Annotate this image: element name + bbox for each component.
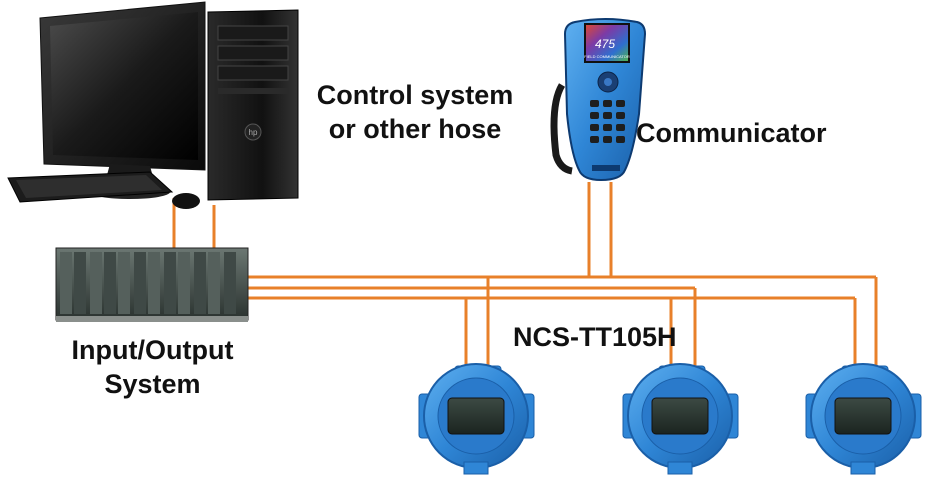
mouse-icon: [172, 193, 200, 209]
desktop-pc-icon: hp: [7, 1, 299, 209]
pc-brand-logo: hp: [249, 128, 258, 137]
transmitter-display-2: [651, 397, 709, 435]
transmitter-icon-3: [805, 363, 922, 475]
io-system-label: Input/Output System: [40, 333, 265, 401]
control-system-label: Control system or other hose: [300, 78, 530, 146]
monitor-screen: [50, 12, 198, 160]
communicator-icon: 475 FIELD COMMUNICATOR: [550, 18, 647, 182]
io-system-label-line2: System: [104, 369, 201, 399]
control-system-label-line1: Control system: [316, 80, 514, 110]
transmitter-display-1: [447, 397, 505, 435]
communicator-screen-caption: FIELD COMMUNICATOR: [584, 54, 630, 59]
communicator-screen-number: 475: [595, 37, 615, 51]
transmitter-icon-1: [418, 363, 535, 475]
communicator-label: Communicator: [636, 118, 827, 148]
io-system-label-line1: Input/Output: [71, 335, 234, 365]
transmitter-icon-2: [622, 363, 739, 475]
wiring: [172, 182, 878, 368]
communicator-screen: [584, 23, 630, 63]
transmitter-display-3: [834, 397, 892, 435]
io-system-icon: [55, 247, 249, 322]
transmitter-model-label: NCS-TT105H: [513, 322, 677, 352]
control-system-label-line2: or other hose: [328, 114, 502, 144]
